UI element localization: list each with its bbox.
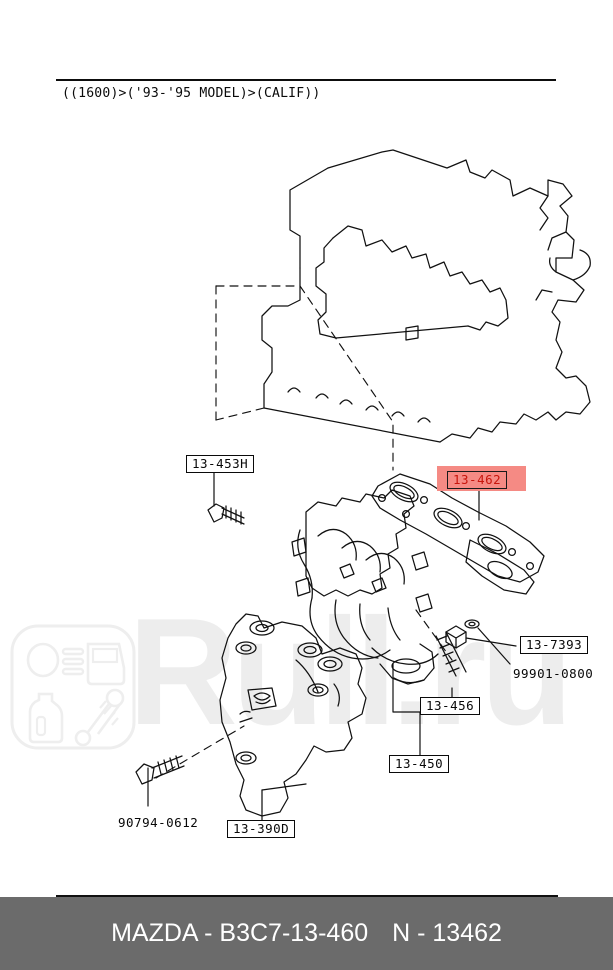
bolt-13-453H [207,503,245,525]
callout-13-456[interactable]: 13-456 [420,697,481,716]
callout-13-390D[interactable]: 13-390D [227,820,296,839]
washer-99901-0800 [464,619,480,629]
footer-banner-text: MAZDA - B3C7-13-460 N - 13462 [111,919,502,948]
callout-99901-0800[interactable]: 99901-0800 [513,666,594,681]
callout-90794-0612[interactable]: 90794-0612 [118,815,199,830]
callout-13-450[interactable]: 13-450 [389,755,450,774]
callout-13-7393[interactable]: 13-7393 [520,636,589,655]
frame-rule-bottom [56,895,558,897]
bolt-90794-0612 [135,755,185,785]
callout-13-453H[interactable]: 13-453H [186,455,255,474]
model-spec-title: ((1600)>('93-'95 MODEL)>(CALIF)) [62,85,321,101]
exhaust-manifold [291,489,439,685]
frame-rule-top [56,79,556,81]
dashed-leader-shield [155,725,245,779]
technical-line-drawing [135,149,591,829]
projection-lines [215,285,394,471]
callout-13-462[interactable]: 13-462 [447,471,508,490]
heat-insulator-shield [219,613,367,817]
exhaust-manifold-gasket [371,473,545,595]
highlight-band [437,466,526,491]
footer-banner: MAZDA - B3C7-13-460 N - 13462 [0,897,613,970]
dashed-leader-manifold [415,609,453,661]
stud-13-456 [435,631,467,677]
nut-13-7393 [445,625,467,649]
footer-brand-part: MAZDA - B3C7-13-460 [111,919,369,947]
footer-node-ref: N - 13462 [392,919,502,947]
engine-block-outline [261,149,591,443]
